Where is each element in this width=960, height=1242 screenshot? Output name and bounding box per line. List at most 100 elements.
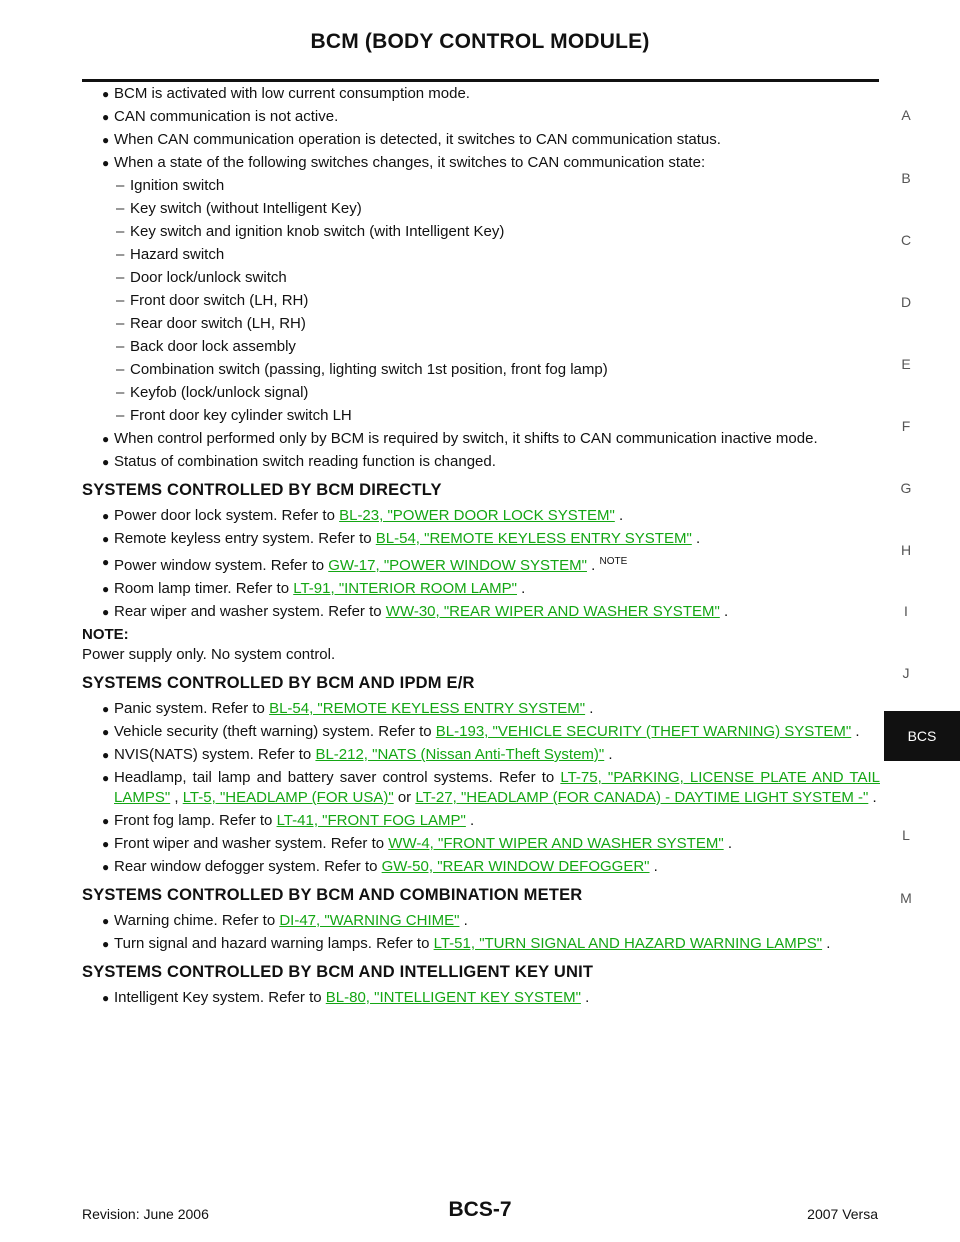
list-item-text: Warning chime. Refer to DI-47, "WARNING …	[114, 911, 880, 931]
item-suffix: .	[868, 789, 877, 806]
list-item: ● Headlamp, tail lamp and battery saver c…	[86, 768, 880, 808]
cross-reference-link[interactable]: WW-4, "FRONT WIPER AND WASHER SYSTEM"	[388, 835, 724, 852]
item-suffix: .	[851, 723, 860, 740]
item-suffix: .	[614, 507, 624, 524]
cross-reference-link[interactable]: GW-50, "REAR WINDOW DEFOGGER"	[381, 858, 650, 875]
list-item-text: Turn signal and hazard warning lamps. Re…	[114, 934, 880, 954]
sub-list-item: –Door lock/unlock switch	[86, 268, 880, 288]
bullet-marker: ●	[102, 582, 110, 596]
bullet-marker: ●	[102, 991, 110, 1005]
item-suffix: .	[580, 989, 590, 1006]
section-tab-d[interactable]: D	[900, 294, 912, 310]
cross-reference-link[interactable]: LT-75, "PARKING, LICENSE PLATE AND TAIL …	[114, 769, 880, 806]
bullet-marker: ●	[102, 605, 110, 619]
sub-list-item: –Key switch (without Intelligent Key)	[86, 199, 880, 219]
cross-reference-link[interactable]: LT-51, "TURN SIGNAL AND HAZARD WARNING L…	[433, 935, 823, 952]
bullet-marker: ●	[102, 509, 110, 523]
list-item: ●Power window system. Refer to GW-17, "P…	[86, 552, 880, 576]
item-suffix: .	[585, 700, 594, 717]
list-item-text: Door lock/unlock switch	[130, 269, 287, 286]
footer-revision: Revision: June 2006	[82, 1206, 209, 1222]
item-text: Front wiper and washer system. Refer to	[114, 835, 389, 852]
section-tab-bcs[interactable]: BCS	[884, 711, 960, 761]
cross-reference-link[interactable]: BL-212, "NATS (Nissan Anti-Theft System)…	[315, 746, 605, 763]
list-item: ● Intelligent Key system. Refer to BL-80,…	[86, 988, 880, 1008]
list-item-text: Room lamp timer. Refer to LT-91, "INTERI…	[114, 579, 880, 599]
section-tab-b[interactable]: B	[901, 170, 911, 186]
list-item: ●NVIS(NATS) system. Refer to BL-212, "NA…	[86, 745, 880, 765]
list-item: ● Vehicle security (theft warning) system…	[86, 722, 880, 742]
document-body: ●BCM is activated with low current consu…	[82, 84, 880, 1011]
cross-reference-link[interactable]: LT-27, "HEADLAMP (FOR CANADA) - DAYTIME …	[415, 789, 869, 806]
item-text: Rear wiper and washer system. Refer to	[114, 603, 386, 620]
section-tab-a[interactable]: A	[901, 107, 911, 123]
dash-marker: –	[116, 246, 125, 263]
bullet-marker: ●	[102, 110, 110, 124]
section-tab-f[interactable]: F	[901, 418, 911, 434]
item-suffix: .	[691, 530, 701, 547]
cross-reference-link[interactable]: BL-80, "INTELLIGENT KEY SYSTEM"	[325, 989, 581, 1006]
cross-reference-link[interactable]: LT-91, "INTERIOR ROOM LAMP"	[293, 580, 517, 597]
item-text: Intelligent Key system. Refer to	[114, 989, 326, 1006]
item-text: Warning chime. Refer to	[114, 912, 280, 929]
dash-marker: –	[116, 177, 125, 194]
list-item-text: Key switch and ignition knob switch (wit…	[130, 223, 505, 240]
item-suffix: .	[586, 557, 600, 574]
list-item: ●BCM is activated with low current consu…	[86, 84, 880, 104]
bullet-marker: ●	[102, 87, 110, 101]
list-item-text: Panic system. Refer to BL-54, "REMOTE KE…	[114, 699, 880, 719]
item-suffix: .	[649, 858, 658, 875]
list-item-text: Intelligent Key system. Refer to BL-80, …	[114, 988, 880, 1008]
section-tab-m[interactable]: M	[900, 890, 912, 906]
cross-reference-link[interactable]: BL-23, "POWER DOOR LOCK SYSTEM"	[339, 507, 615, 524]
section-tab-i[interactable]: I	[904, 603, 908, 619]
item-text: Power door lock system. Refer to	[114, 507, 340, 524]
section-tab-l[interactable]: L	[902, 827, 910, 843]
link-separator: or	[393, 789, 416, 806]
item-text: Panic system. Refer to	[114, 700, 270, 717]
footer-model: 2007 Versa	[807, 1206, 878, 1222]
cross-reference-link[interactable]: BL-54, "REMOTE KEYLESS ENTRY SYSTEM"	[269, 700, 586, 717]
list-item-text: Power door lock system. Refer to BL-23, …	[114, 506, 880, 526]
section-heading: SYSTEMS CONTROLLED BY BCM AND INTELLIGEN…	[82, 963, 594, 981]
cross-reference-link[interactable]: BL-193, "VEHICLE SECURITY (THEFT WARNING…	[435, 723, 852, 740]
item-text: Remote keyless entry system. Refer to	[114, 530, 376, 547]
item-text: Vehicle security (theft warning) system.…	[114, 723, 436, 740]
list-item-text: Remote keyless entry system. Refer to BL…	[114, 529, 880, 549]
item-suffix: .	[719, 603, 729, 620]
list-item-text: Front door key cylinder switch LH	[130, 407, 352, 424]
list-item-text: Power window system. Refer to GW-17, "PO…	[114, 552, 880, 576]
note-label: NOTE:	[82, 626, 129, 643]
sub-list-item: –Front door key cylinder switch LH	[86, 406, 880, 426]
dash-marker: –	[116, 407, 125, 424]
section-tab-g[interactable]: G	[900, 480, 912, 496]
list-item: ●Turn signal and hazard warning lamps. R…	[86, 934, 880, 954]
item-suffix: .	[723, 835, 733, 852]
section-tab-c[interactable]: C	[900, 232, 912, 248]
list-item: ●When a state of the following switches …	[86, 153, 880, 173]
cross-reference-link[interactable]: LT-41, "FRONT FOG LAMP"	[276, 812, 466, 829]
list-item-text: Headlamp, tail lamp and battery saver co…	[114, 768, 880, 808]
section-tab-e[interactable]: E	[901, 356, 911, 372]
item-suffix: .	[459, 912, 468, 929]
footer-page-number: BCS-7	[448, 1198, 512, 1221]
sub-list-item: –Ignition switch	[86, 176, 880, 196]
bullet-marker: ●	[102, 771, 110, 785]
section-tab-h[interactable]: H	[900, 542, 912, 558]
list-item-text: When CAN communication operation is dete…	[114, 131, 721, 148]
sub-list-item: –Hazard switch	[86, 245, 880, 265]
list-item: ●CAN communication is not active.	[86, 107, 880, 127]
cross-reference-link[interactable]: DI-47, "WARNING CHIME"	[279, 912, 460, 929]
sub-list-item: –Combination switch (passing, lighting s…	[86, 360, 880, 380]
dash-marker: –	[116, 361, 125, 378]
cross-reference-link[interactable]: WW-30, "REAR WIPER AND WASHER SYSTEM"	[385, 603, 720, 620]
item-text: NVIS(NATS) system. Refer to	[114, 746, 316, 763]
section-tab-j[interactable]: J	[902, 665, 910, 681]
header-rule	[82, 79, 879, 82]
list-item: ●Panic system. Refer to BL-54, "REMOTE K…	[86, 699, 880, 719]
cross-reference-link[interactable]: GW-17, "POWER WINDOW SYSTEM"	[328, 557, 587, 574]
dash-marker: –	[116, 315, 125, 332]
cross-reference-link[interactable]: LT-5, "HEADLAMP (FOR USA)"	[182, 789, 394, 806]
bullet-marker: ●	[102, 725, 110, 739]
cross-reference-link[interactable]: BL-54, "REMOTE KEYLESS ENTRY SYSTEM"	[375, 530, 692, 547]
